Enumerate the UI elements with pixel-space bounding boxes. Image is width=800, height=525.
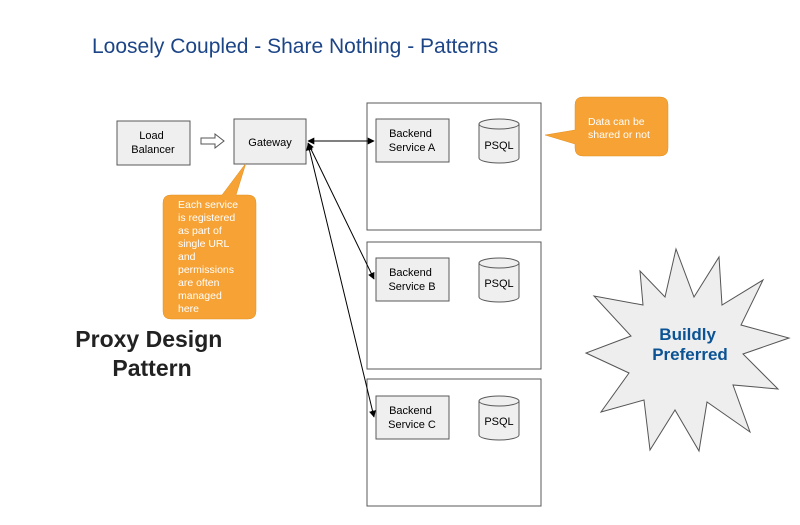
svg-text:Backend Service A: Backend Service A [389, 128, 436, 154]
hollow-arrow-icon [200, 132, 225, 150]
psql-b-label: PSQL [484, 278, 513, 290]
gateway-note-line-5: and [178, 251, 196, 263]
service-b-label-line-1: Backend [389, 267, 432, 279]
gateway-note-line-1: Each service [178, 199, 238, 211]
gateway-note-line-8: managed [178, 290, 222, 302]
psql-a-label: PSQL [484, 140, 513, 152]
pattern-label-line-2: Pattern [112, 355, 191, 381]
service-a-label-line-1: Backend [389, 128, 432, 140]
load-balancer-label-line-2: Balancer [131, 144, 175, 156]
service-a-label-line-2: Service A [389, 142, 436, 154]
service-c-label-line-1: Backend [389, 405, 432, 417]
service-c-label-line-2: Service C [388, 419, 436, 431]
data-shared-line-2: shared or not [588, 129, 650, 141]
pattern-label: Proxy Design Pattern [75, 326, 228, 381]
gateway-note-line-3: as part of [178, 225, 222, 237]
data-shared-line-1: Data can be [588, 116, 645, 128]
pattern-label-line-1: Proxy Design [75, 326, 222, 352]
svg-text:Backend Service C: Backend Service C [388, 405, 436, 431]
svg-text:Each service is register: Each service is registered as part of si… [178, 199, 241, 315]
svg-text:Buildly Preferred: Buildly Preferred [652, 325, 728, 364]
gateway-label: Gateway [248, 137, 292, 149]
gateway-note-line-2: is registered [178, 212, 235, 224]
psql-c-database-icon: PSQL [478, 395, 520, 441]
backend-service-c-node: Backend Service C [375, 395, 450, 440]
backend-service-a-node: Backend Service A [375, 118, 450, 163]
load-balancer-node: Load Balancer [116, 120, 191, 166]
gateway-note-callout: Each service is registered as part of si… [162, 162, 257, 320]
gateway-note-line-7: are often [178, 277, 220, 289]
diagram-title: Loosely Coupled - Share Nothing - Patter… [92, 35, 498, 58]
svg-text:Data can be shared or no: Data can be shared or not [588, 116, 650, 141]
svg-text:Backend Service B: Backend Service B [388, 267, 435, 293]
gateway-note-line-9: here [178, 303, 199, 315]
starburst-line-2: Preferred [652, 345, 728, 364]
backend-service-b-node: Backend Service B [375, 257, 450, 302]
service-b-label-line-2: Service B [388, 281, 435, 293]
psql-b-database-icon: PSQL [478, 257, 520, 303]
psql-c-label: PSQL [484, 416, 513, 428]
gateway-to-service-c-connector [306, 143, 376, 418]
svg-text:Load Balancer: Load Balancer [131, 130, 175, 156]
gateway-note-line-4: single URL [178, 238, 230, 250]
starburst-line-1: Buildly [659, 325, 716, 344]
data-shared-callout: Data can be shared or not [544, 96, 669, 157]
gateway-node: Gateway [233, 118, 307, 165]
buildly-preferred-starburst: Buildly Preferred [584, 247, 791, 453]
gateway-note-line-6: permissions [178, 264, 234, 276]
load-balancer-label-line-1: Load [139, 130, 163, 142]
gateway-to-service-b-connector [307, 142, 375, 280]
psql-a-database-icon: PSQL [478, 118, 520, 164]
